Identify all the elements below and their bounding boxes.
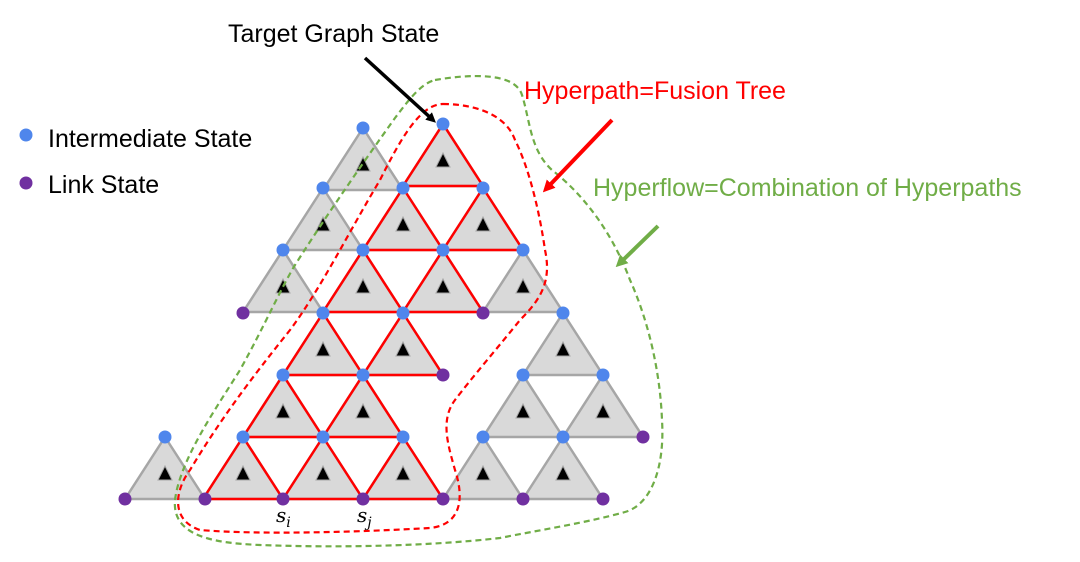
fusion-tree-edge: [360, 310, 446, 377]
link-state-node: [436, 492, 450, 506]
legend-intermediate-marker: [19, 128, 33, 142]
link-state-node: [276, 492, 290, 506]
intermediate-state-node: [236, 430, 250, 444]
intermediate-state-node: [556, 306, 570, 320]
triangle-center-marker: [315, 340, 331, 357]
fusion-tree-edge: [280, 434, 366, 501]
intermediate-state-node: [316, 181, 330, 195]
fusion-tree-edge: [400, 121, 486, 188]
intermediate-state-node: [316, 306, 330, 320]
legend-link-label: Link State: [48, 171, 159, 199]
triangle-center-marker: [315, 464, 331, 481]
link-state-node: [476, 306, 490, 320]
fusion-tree-edge: [200, 434, 286, 501]
hyperpath-boundary: [177, 102, 549, 534]
triangle-center-marker: [435, 151, 451, 168]
hyperflow-arrow: [615, 224, 660, 268]
link-state-node: [596, 492, 610, 506]
intermediate-state-node: [158, 430, 172, 444]
link-state-node: [636, 430, 650, 444]
intermediate-state-node: [436, 243, 450, 257]
triangle-center-marker: [235, 464, 251, 481]
link-state-node: [118, 492, 132, 506]
intermediate-state-node: [516, 243, 530, 257]
triangle-center-marker: [555, 464, 571, 481]
fusion-tree-edge: [240, 372, 326, 439]
triangle-center-marker: [355, 402, 371, 419]
triangle-center-marker: [475, 215, 491, 232]
intermediate-state-node: [556, 430, 570, 444]
triangle-center-marker: [395, 215, 411, 232]
triangle-layer: [122, 121, 646, 501]
triangle-center-marker: [435, 277, 451, 294]
triangle-center-marker: [395, 464, 411, 481]
hyperflow-label: Hyperflow=Combination of Hyperpaths: [593, 174, 1022, 202]
link-state-node: [516, 492, 530, 506]
si-label: si: [276, 503, 291, 531]
triangle-center-marker: [355, 277, 371, 294]
intermediate-state-node: [596, 368, 610, 382]
triangle-center-marker: [395, 340, 411, 357]
intermediate-state-node: [356, 243, 370, 257]
red-edge-layer: [200, 121, 526, 501]
triangle-center-marker: [275, 402, 291, 419]
triangle-center-marker: [515, 277, 531, 294]
triangle-center-marker: [515, 402, 531, 419]
intermediate-state-node: [396, 306, 410, 320]
legend: Intermediate State Link State: [19, 125, 252, 199]
triangle-center-marker: [595, 402, 611, 419]
intermediate-state-node: [356, 121, 370, 135]
fusion-tree-edge: [320, 372, 406, 439]
triangle-center-marker: [555, 340, 571, 357]
node-layer: [118, 117, 650, 506]
link-state-node: [436, 368, 450, 382]
triangle-center-marker: [157, 464, 173, 481]
legend-intermediate-label: Intermediate State: [48, 125, 252, 153]
fusion-tree-edge: [320, 247, 406, 314]
target-label: Target Graph State: [228, 20, 439, 48]
intermediate-state-node: [396, 181, 410, 195]
fusion-tree-edge: [280, 310, 366, 377]
legend-link-marker: [19, 176, 33, 190]
hyperpath-arrow: [542, 118, 614, 193]
fusion-tree-edge: [440, 185, 526, 252]
fusion-tree-edge: [400, 247, 486, 314]
intermediate-state-node: [276, 243, 290, 257]
triangle-center-marker: [315, 215, 331, 232]
intermediate-state-node: [516, 368, 530, 382]
intermediate-state-node: [396, 430, 410, 444]
link-state-node: [198, 492, 212, 506]
sj-label: sj: [357, 503, 372, 531]
intermediate-state-node: [476, 430, 490, 444]
intermediate-state-node: [356, 368, 370, 382]
hyperflow-boundary: [173, 74, 664, 548]
intermediate-state-node: [276, 368, 290, 382]
triangle-center-marker: [475, 464, 491, 481]
fusion-tree-edge: [360, 185, 446, 252]
intermediate-state-node: [436, 117, 450, 131]
hyperpath-label: Hyperpath=Fusion Tree: [524, 77, 786, 105]
link-state-node: [236, 306, 250, 320]
target-arrow: [363, 56, 436, 123]
intermediate-state-node: [316, 430, 330, 444]
link-state-node: [356, 492, 370, 506]
fusion-tree-edge: [360, 434, 446, 501]
intermediate-state-node: [476, 181, 490, 195]
